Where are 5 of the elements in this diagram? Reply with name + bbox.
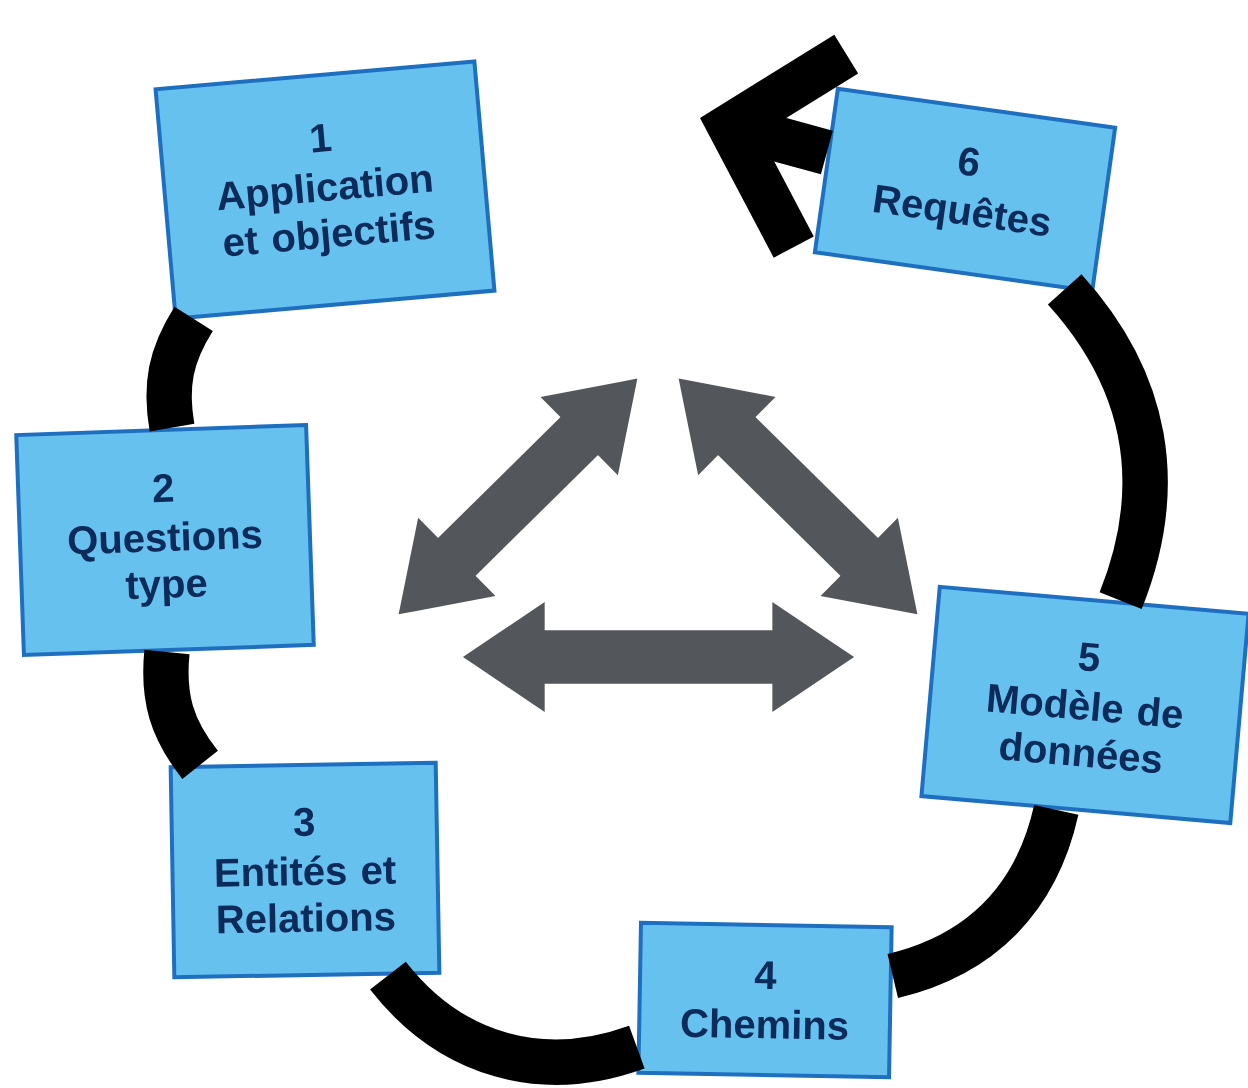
step-box: 3 Entités et Relations	[168, 760, 442, 980]
step-box: 6 Requêtes	[812, 86, 1118, 294]
step-box: 1 Application et objectifs	[153, 59, 497, 321]
step-box: 5 Modèle de données	[919, 584, 1248, 826]
step-box: 4 Chemins	[636, 920, 894, 1080]
